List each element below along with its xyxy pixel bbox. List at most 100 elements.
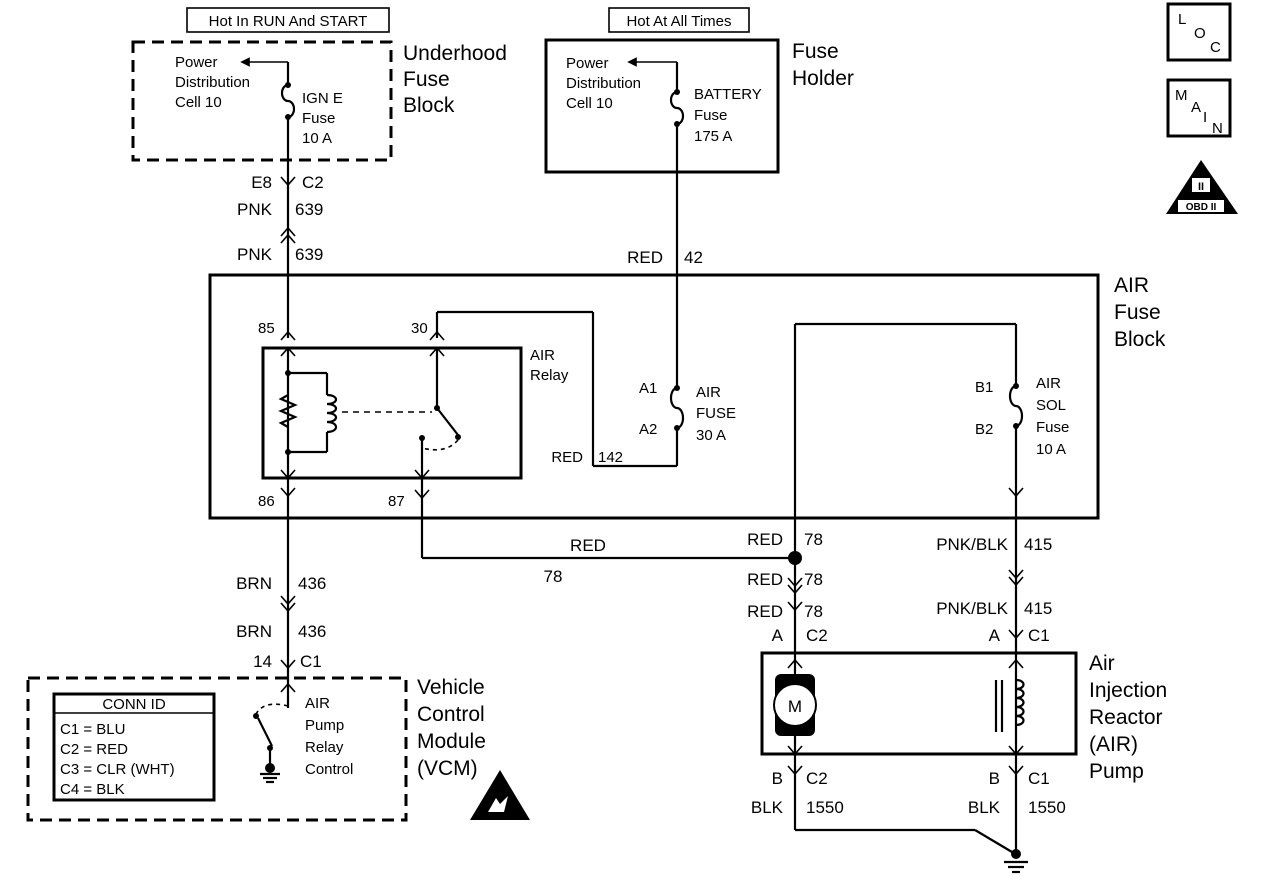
- wire-red-78: RED 78 RED 78 RED 78 RED 78 A C2: [414, 478, 828, 660]
- svg-text:PNK/BLK: PNK/BLK: [936, 535, 1008, 554]
- battery-fuse-icon: [669, 90, 685, 126]
- svg-text:O: O: [1194, 25, 1206, 42]
- wire-pnk-639: E8 C2 PNK 639 PNK 639: [237, 160, 324, 341]
- ign-e-fuse-icon: [280, 83, 296, 119]
- vcm-module: CONN ID C1 = BLU C2 = RED C3 = CLR (WHT)…: [26, 676, 408, 822]
- svg-text:SOL: SOL: [1036, 397, 1066, 414]
- svg-text:AIR: AIR: [696, 384, 721, 401]
- svg-text:AIR: AIR: [305, 695, 330, 712]
- wire-brn-436: BRN 436 BRN 436 14 C1: [236, 478, 326, 683]
- svg-text:78: 78: [804, 570, 823, 589]
- svg-text:B2: B2: [975, 421, 993, 438]
- svg-text:RED: RED: [747, 602, 783, 621]
- vcm-name: Vehicle Control Module (VCM): [417, 676, 486, 780]
- wire-red-142: RED 142: [429, 310, 679, 468]
- svg-text:436: 436: [298, 622, 326, 641]
- svg-text:B1: B1: [975, 379, 993, 396]
- ground-icon: [1004, 860, 1028, 874]
- svg-text:CONN ID: CONN ID: [102, 696, 166, 713]
- svg-text:A: A: [989, 626, 1001, 645]
- svg-text:639: 639: [295, 245, 323, 264]
- fuse-holder: Power Distribution Cell 10 BATTERY Fuse …: [544, 38, 780, 174]
- svg-text:AIR: AIR: [530, 347, 555, 364]
- svg-text:PNK: PNK: [237, 200, 273, 219]
- svg-text:175 A: 175 A: [694, 128, 732, 145]
- svg-text:Fuse: Fuse: [694, 107, 727, 124]
- svg-text:78: 78: [804, 530, 823, 549]
- svg-text:C1: C1: [1028, 769, 1050, 788]
- svg-text:Control: Control: [417, 703, 485, 726]
- pin-86: 86: [258, 493, 275, 510]
- svg-text:639: 639: [295, 200, 323, 219]
- svg-text:Injection: Injection: [1089, 679, 1167, 702]
- svg-text:PNK/BLK: PNK/BLK: [936, 599, 1008, 618]
- svg-text:A2: A2: [639, 421, 657, 438]
- wire-red-42: RED 42: [627, 124, 703, 388]
- svg-text:C4 = BLK: C4 = BLK: [60, 781, 125, 798]
- svg-text:Fuse: Fuse: [1114, 301, 1161, 324]
- solenoid-coil-icon: [1015, 678, 1025, 727]
- svg-text:OBD II: OBD II: [1186, 202, 1217, 213]
- wire-pnk-blk-415: PNK/BLK 415 PNK/BLK 415 A C1: [936, 426, 1052, 660]
- svg-text:BRN: BRN: [236, 574, 272, 593]
- air-fuse-block-name: AIR Fuse Block: [1114, 274, 1166, 351]
- pin-87: 87: [388, 493, 405, 510]
- svg-text:Relay: Relay: [305, 739, 344, 756]
- svg-text:78: 78: [544, 567, 563, 586]
- hot-all-times-label: Hot At All Times: [608, 7, 750, 33]
- esd-warning-icon: [470, 770, 530, 820]
- main-icon: M A I N: [1166, 78, 1232, 138]
- air-fuse-block: [208, 273, 1100, 520]
- svg-text:C: C: [1210, 39, 1221, 56]
- svg-text:10 A: 10 A: [302, 130, 332, 147]
- wire-blk-1550: B C2 B C1 BLK 1550 BLK 1550: [751, 754, 1066, 874]
- underhood-fuse-block: Power Distribution Cell 10 IGN E Fuse 10…: [131, 40, 393, 162]
- svg-text:M: M: [1175, 87, 1188, 104]
- svg-text:RED: RED: [551, 449, 583, 466]
- svg-text:1550: 1550: [806, 798, 844, 817]
- svg-text:BLK: BLK: [751, 798, 784, 817]
- svg-text:Fuse: Fuse: [403, 68, 450, 91]
- svg-text:1550: 1550: [1028, 798, 1066, 817]
- svg-text:Pump: Pump: [1089, 760, 1144, 783]
- air-relay: AIR Relay: [261, 346, 569, 480]
- ground-icon: [260, 772, 280, 784]
- svg-text:B: B: [772, 769, 783, 788]
- underhood-fuse-block-name: Underhood Fuse Block: [403, 42, 507, 117]
- svg-text:Fuse: Fuse: [1036, 419, 1069, 436]
- svg-text:142: 142: [598, 449, 623, 466]
- svg-text:BRN: BRN: [236, 622, 272, 641]
- svg-text:Block: Block: [403, 94, 455, 117]
- svg-text:B: B: [989, 769, 1000, 788]
- svg-text:Air: Air: [1089, 652, 1115, 675]
- svg-text:Block: Block: [1114, 328, 1166, 351]
- svg-text:10 A: 10 A: [1036, 441, 1066, 458]
- fuse-holder-name: Fuse Holder: [792, 40, 854, 90]
- air-pump-name: Air Injection Reactor (AIR) Pump: [1089, 652, 1167, 783]
- svg-text:FUSE: FUSE: [696, 405, 736, 422]
- svg-text:Fuse: Fuse: [302, 110, 335, 127]
- svg-text:Holder: Holder: [792, 67, 854, 90]
- svg-text:436: 436: [298, 574, 326, 593]
- svg-text:A1: A1: [639, 380, 657, 397]
- svg-text:RED: RED: [570, 536, 606, 555]
- svg-text:Hot At All Times: Hot At All Times: [626, 13, 731, 30]
- svg-text:A: A: [1191, 99, 1201, 116]
- relay-coil-icon: [326, 393, 338, 434]
- svg-text:Power: Power: [175, 54, 218, 71]
- svg-text:E8: E8: [251, 173, 272, 192]
- pin-85: 85: [258, 320, 275, 337]
- svg-text:I: I: [1203, 109, 1207, 126]
- svg-text:C2: C2: [806, 626, 828, 645]
- svg-text:Cell 10: Cell 10: [566, 95, 613, 112]
- svg-text:Cell 10: Cell 10: [175, 94, 222, 111]
- svg-text:AIR: AIR: [1036, 375, 1061, 392]
- svg-text:RED: RED: [627, 248, 663, 267]
- svg-text:N: N: [1212, 120, 1223, 137]
- svg-text:C3 = CLR (WHT): C3 = CLR (WHT): [60, 761, 175, 778]
- svg-text:Pump: Pump: [305, 717, 344, 734]
- hot-run-start-label: Hot In RUN And START: [186, 7, 390, 33]
- svg-text:RED: RED: [747, 570, 783, 589]
- svg-text:78: 78: [804, 602, 823, 621]
